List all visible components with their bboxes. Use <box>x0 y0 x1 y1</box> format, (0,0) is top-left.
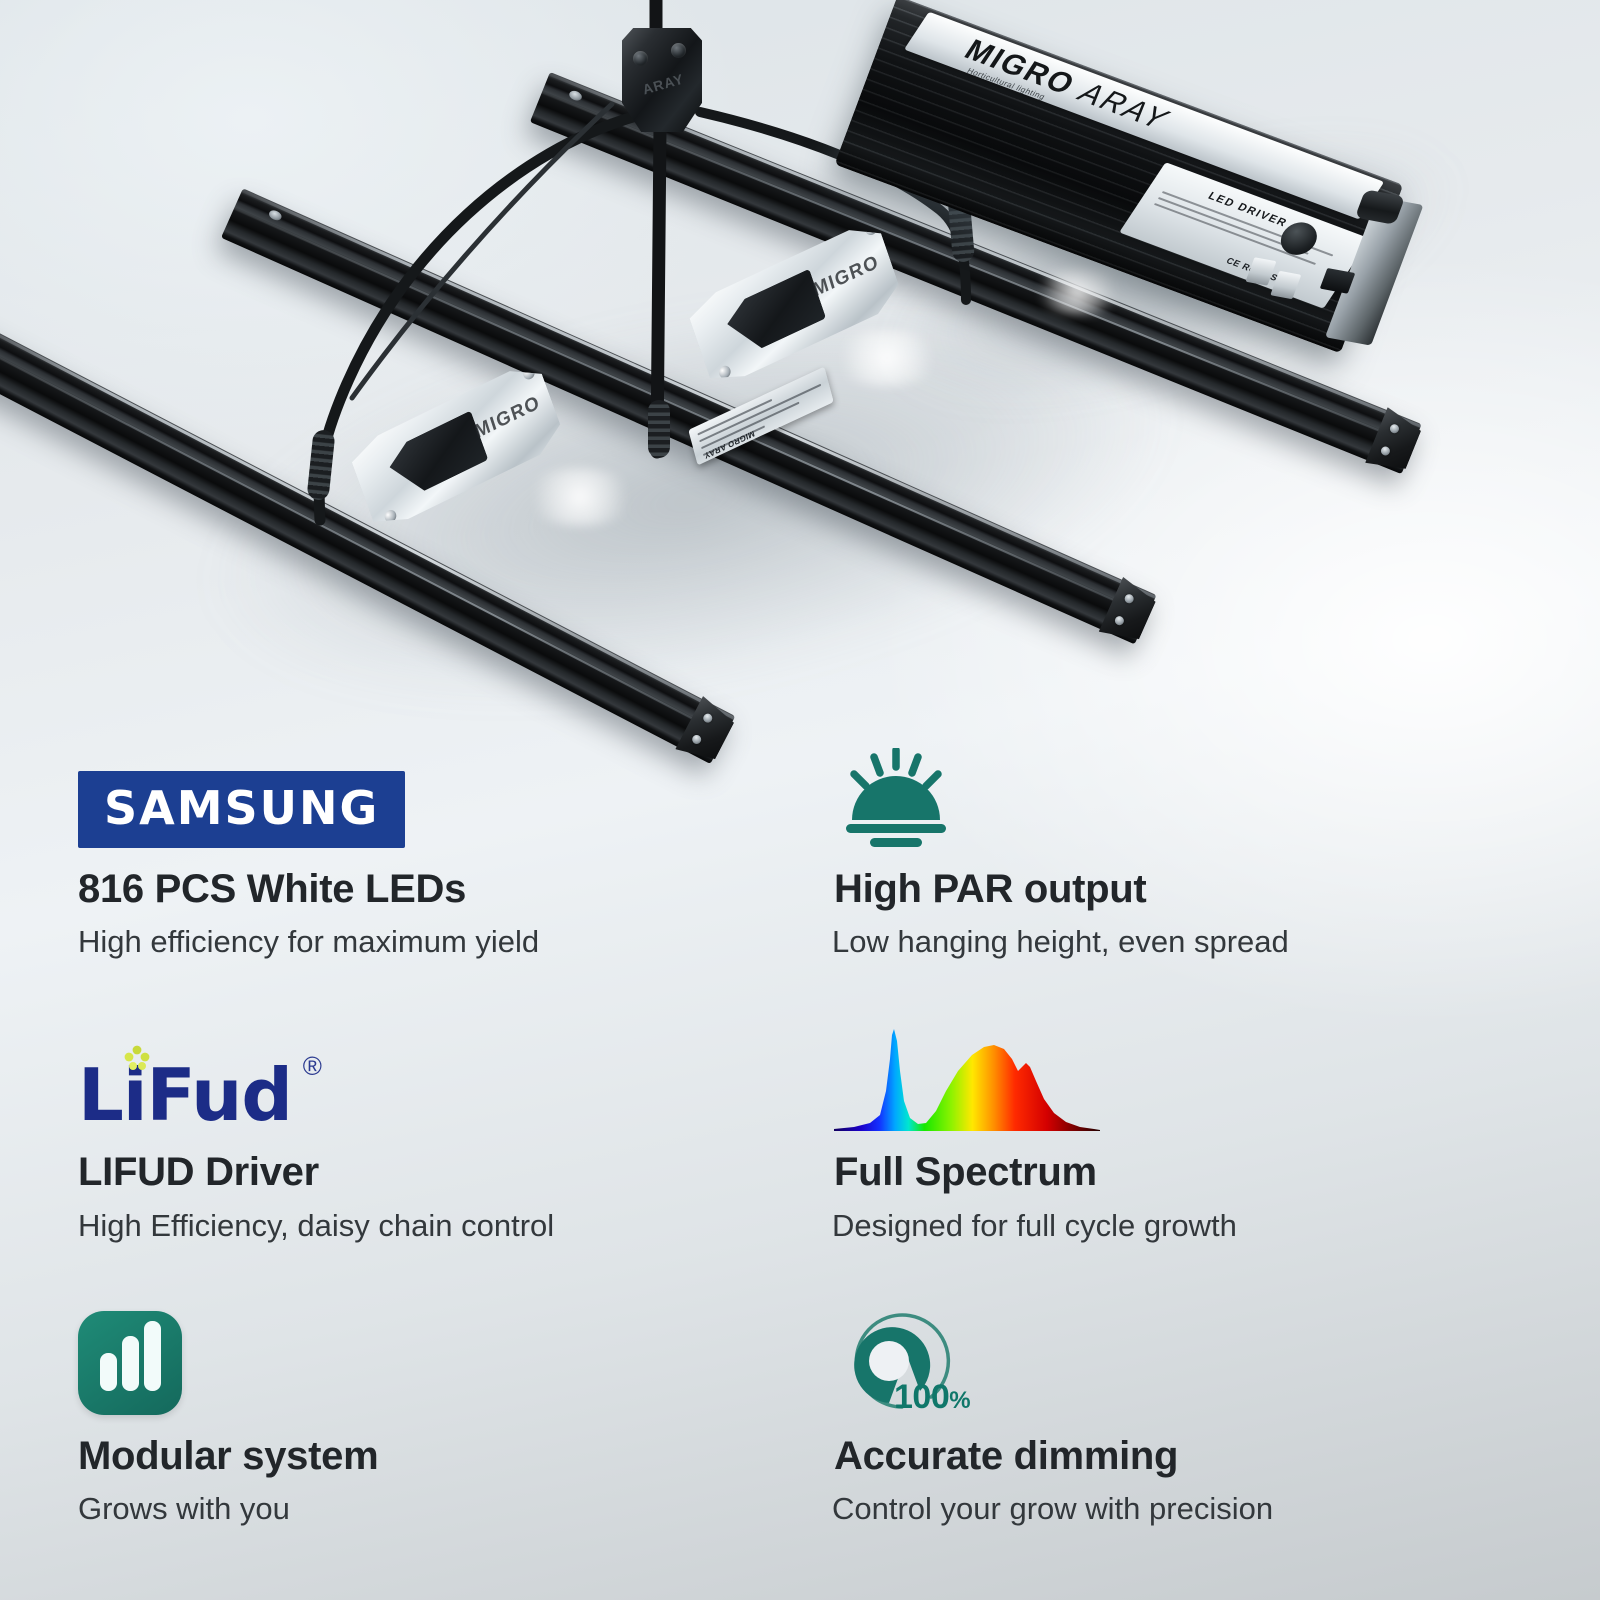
feature-icon-area: SAMSUNG <box>78 730 782 848</box>
feature-icon-area: 100% <box>832 1297 1536 1417</box>
feature-icon-area <box>832 1013 1536 1132</box>
sunrise-icon <box>846 748 946 847</box>
feature-subtitle: Designed for full cycle growth <box>832 1207 1237 1243</box>
dimmer-gauge-value: 100% <box>894 1377 971 1417</box>
bar-chart-icon <box>78 1310 182 1415</box>
cable-strain-relief <box>648 400 670 458</box>
feature-title: Modular system <box>78 1433 379 1478</box>
led-glow-spot <box>828 330 946 386</box>
feature-subtitle: Low hanging height, even spread <box>832 924 1289 960</box>
bar-chart-bar <box>144 1320 161 1391</box>
dimmer-gauge-icon: 100% <box>832 1303 982 1417</box>
feature-subtitle: High efficiency for maximum yield <box>78 924 540 960</box>
bar-chart-bar <box>122 1335 139 1391</box>
spectrum-chart-icon <box>834 1029 1100 1132</box>
feature-title: LIFUD Driver <box>78 1150 319 1195</box>
samsung-logo-text: SAMSUNG <box>104 781 380 835</box>
feature-subtitle: Grows with you <box>78 1491 290 1527</box>
feature-lifud-driver: LiFud ® LIFUD Driver High Efficiency, da… <box>78 1003 782 1286</box>
feature-subtitle: High Efficiency, daisy chain control <box>78 1207 555 1243</box>
feature-icon-area: LiFud ® <box>78 1013 782 1131</box>
feature-icon-area <box>78 1297 782 1415</box>
feature-title: 816 PCS White LEDs <box>78 867 467 911</box>
feature-grid: SAMSUNG 816 PCS White LEDs High efficien… <box>0 720 1600 1600</box>
feature-icon-area <box>832 730 1536 848</box>
product-photo: ARAY MIGRO MIGRO MIGRO ARAY <box>0 0 1600 880</box>
lifud-logo-text: LiFud <box>78 1053 293 1138</box>
feature-subtitle: Control your grow with precision <box>832 1491 1274 1527</box>
samsung-logo-icon: SAMSUNG <box>78 771 406 848</box>
led-glow-spot <box>1030 268 1126 314</box>
feature-title: Accurate dimming <box>834 1433 1179 1478</box>
junction-port <box>633 51 648 66</box>
feature-title: Full Spectrum <box>834 1150 1097 1195</box>
dimmer-gauge-graphic <box>854 1312 951 1409</box>
aray-junction-box: ARAY <box>622 28 702 132</box>
feature-accurate-dimming: 100% Accurate dimming Control your grow … <box>832 1287 1536 1570</box>
led-glow-spot <box>520 468 640 526</box>
lifud-logo-icon: LiFud ® <box>78 1045 322 1131</box>
bracket-brand-label: MIGRO <box>471 391 543 444</box>
lifud-flower-icon <box>124 1045 150 1071</box>
dimmer-value-number: 100 <box>894 1377 950 1416</box>
feature-title: High PAR output <box>834 867 1147 911</box>
junction-port <box>671 43 686 58</box>
bracket-brand-label: MIGRO <box>810 251 882 302</box>
feature-modular-system: Modular system Grows with you <box>78 1287 782 1570</box>
feature-samsung-leds: SAMSUNG 816 PCS White LEDs High efficien… <box>78 720 782 1003</box>
feature-full-spectrum: Full Spectrum Designed for full cycle gr… <box>832 1003 1536 1286</box>
lifud-registered-mark: ® <box>302 1051 322 1082</box>
junction-brand-label: ARAY <box>640 70 686 98</box>
feature-high-par: High PAR output Low hanging height, even… <box>832 720 1536 1003</box>
bar-chart-bar <box>100 1352 117 1391</box>
dimmer-value-unit: % <box>949 1386 971 1414</box>
